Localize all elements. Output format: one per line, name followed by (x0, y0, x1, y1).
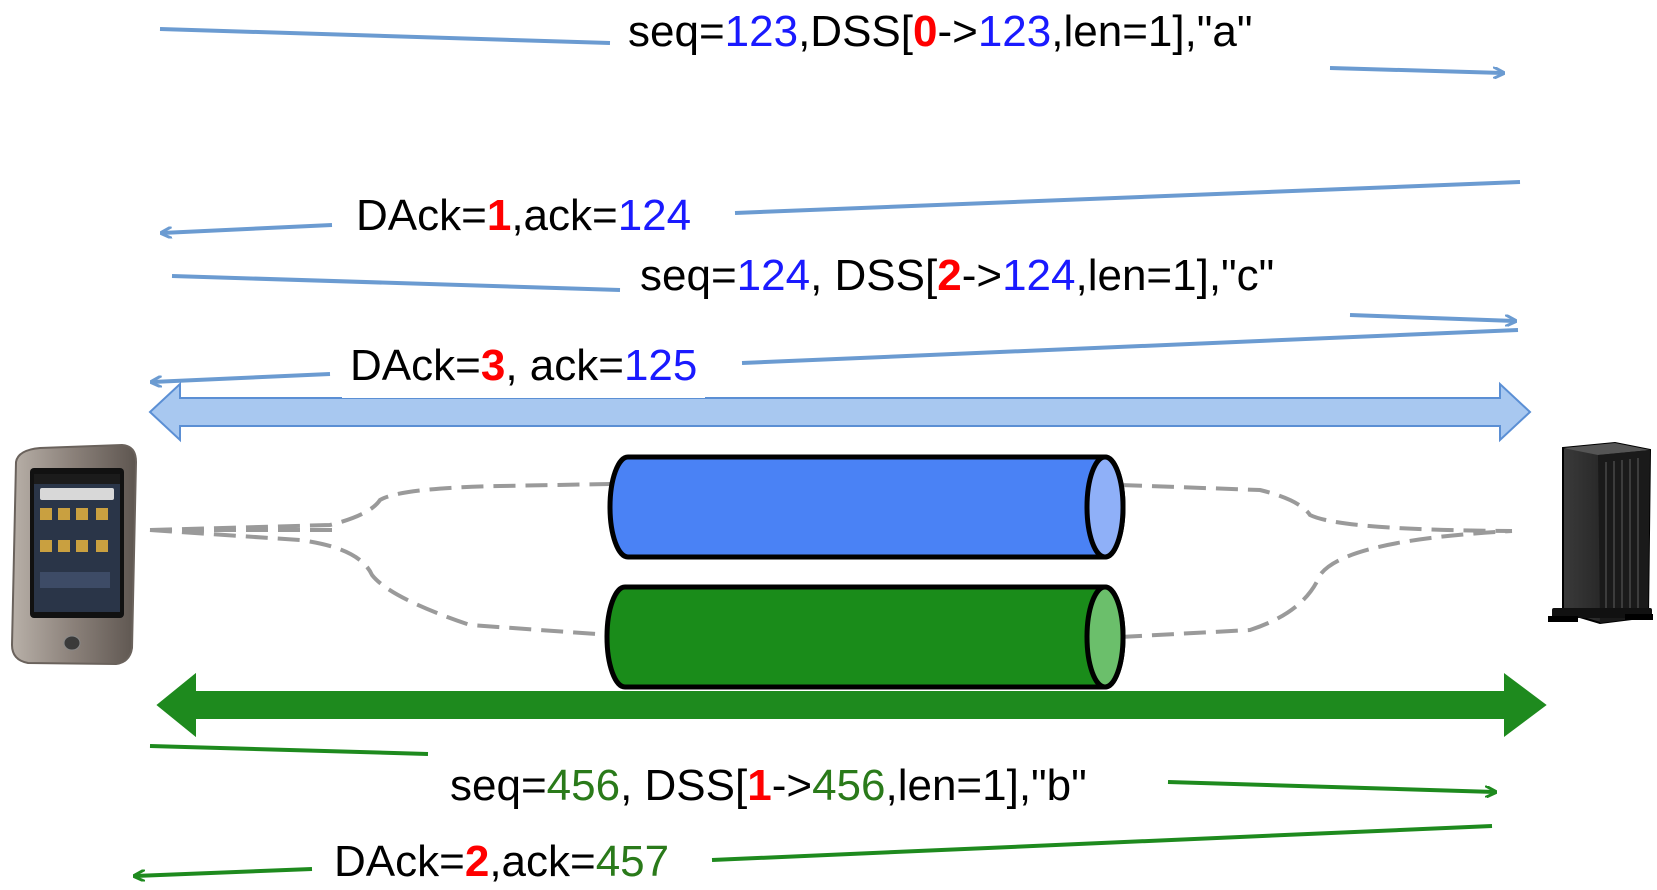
message-5-arrow (149, 744, 1495, 792)
mapping-arrow: -> (771, 761, 813, 810)
message-3-label: seq=124, DSS[2->124,len=1],"c" (632, 250, 1283, 302)
subflow-seq-number: 124 (736, 251, 811, 300)
dss-prefix: , DSS[ (810, 251, 938, 300)
ack-prefix: ,ack= (489, 837, 596, 886)
message-4-arrow (152, 328, 1519, 382)
subflow-2-double-arrow (156, 672, 1547, 738)
subflow-ack-number: 457 (595, 837, 670, 886)
smartphone-icon (10, 443, 138, 666)
dss-suffix: ,len=1],"a" (1051, 7, 1253, 56)
data-ack-number: 2 (464, 837, 490, 886)
dss-prefix: , DSS[ (620, 761, 748, 810)
message-2-arrow (162, 180, 1521, 233)
message-1-arrow (159, 27, 1503, 73)
subflow-seq-number: 123 (724, 7, 799, 56)
dack-prefix: DAck= (356, 191, 487, 240)
ack-prefix: , ack= (505, 341, 624, 390)
data-ack-number: 1 (486, 191, 512, 240)
mapping-arrow: -> (937, 7, 978, 56)
dss-suffix: ,len=1],"b" (885, 761, 1087, 810)
message-6-label: DAck=2,ack=457 (326, 836, 678, 888)
data-sequence-number: 1 (747, 761, 772, 810)
dack-prefix: DAck= (350, 341, 481, 390)
mapped-subflow-seq: 123 (977, 7, 1052, 56)
data-sequence-number: 2 (937, 251, 962, 300)
subflow-2-tube (604, 584, 1126, 690)
dss-prefix: ,DSS[ (798, 7, 913, 56)
tower-server-icon (1548, 441, 1653, 625)
dss-suffix: ,len=1],"c" (1075, 251, 1275, 300)
subflow-seq-number: 456 (546, 761, 621, 810)
mapped-subflow-seq: 124 (1002, 251, 1076, 300)
message-1-label: seq=123,DSS[0->123,len=1],"a" (620, 6, 1261, 58)
mapped-subflow-seq: 456 (812, 761, 886, 810)
seq-prefix: seq= (450, 761, 547, 810)
message-6-arrow (135, 824, 1493, 876)
message-3-arrow (171, 274, 1515, 321)
subflow-ack-number: 124 (617, 191, 692, 240)
subflow-ack-number: 125 (623, 341, 698, 390)
seq-prefix: seq= (628, 7, 725, 56)
subflow-1-double-arrow (148, 381, 1532, 443)
dack-prefix: DAck= (334, 837, 465, 886)
message-5-label: seq=456, DSS[1->456,len=1],"b" (442, 760, 1095, 812)
dashed-path-left (149, 482, 611, 637)
message-4-label: DAck=3, ack=125 (342, 340, 706, 398)
data-ack-number: 3 (480, 341, 506, 390)
dashed-path-right (1119, 483, 1513, 639)
data-sequence-number: 0 (912, 7, 938, 56)
mapping-arrow: -> (961, 251, 1003, 300)
ack-prefix: ,ack= (511, 191, 618, 240)
seq-prefix: seq= (640, 251, 737, 300)
message-2-label: DAck=1,ack=124 (348, 190, 700, 242)
subflow-1-tube (607, 454, 1126, 560)
